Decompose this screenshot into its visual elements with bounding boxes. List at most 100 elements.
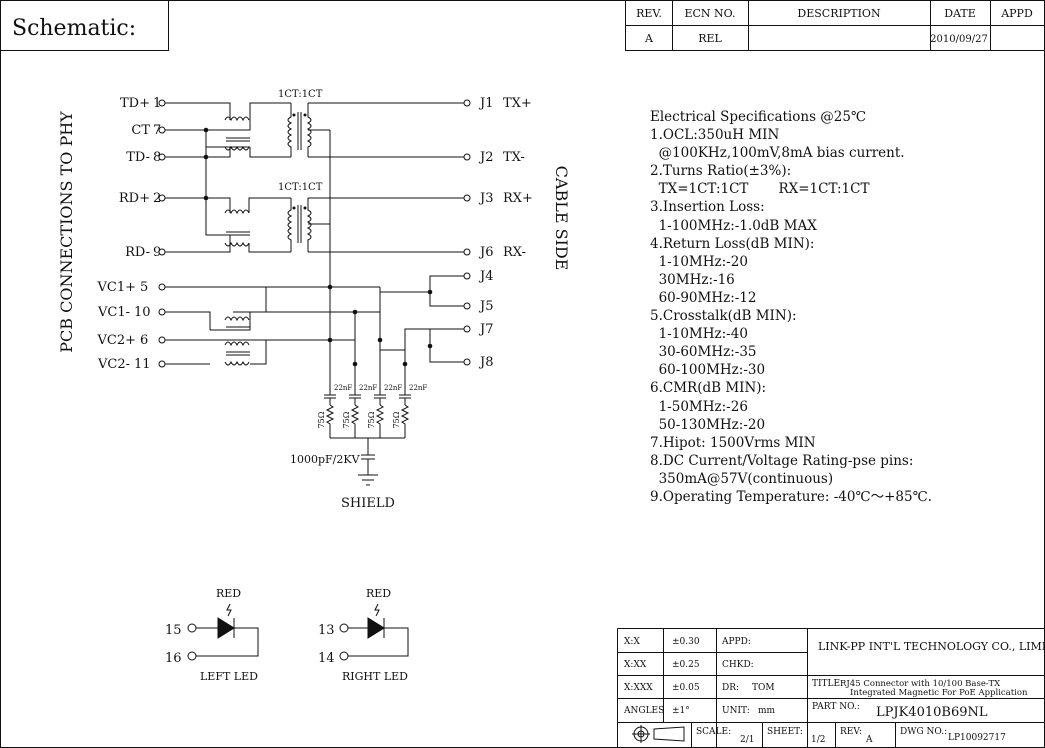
- termination-buses: [329, 130, 406, 395]
- tol-2-key: X:XX: [624, 660, 647, 670]
- hv-capacitor-label: 1000pF/2KV: [290, 453, 361, 466]
- spec-line: @100KHz,100mV,8mA bias current.: [650, 145, 905, 162]
- pin-j2-label: TX-: [503, 150, 525, 165]
- date-value: 2010/09/27: [930, 34, 988, 45]
- tol-1-val: ±0.30: [672, 637, 700, 647]
- pin-vc1-plus-label: VC1+: [97, 280, 137, 295]
- pin-vc2-plus-label: VC2+: [97, 333, 137, 348]
- left-led-label: LEFT LED: [200, 670, 258, 683]
- spec-line: 1-10MHz:-20: [650, 253, 748, 270]
- spec-line: 2.Turns Ratio(±3%):: [650, 163, 792, 180]
- appd-header: APPD: [1000, 7, 1033, 20]
- pin-vc2-minus-label: VC2-: [97, 357, 130, 372]
- pin-vc1-minus-num: 10: [134, 305, 151, 320]
- pin-j4-num: J4: [478, 269, 493, 284]
- rx-junctions: [203, 195, 307, 210]
- pin-j8-num: J8: [478, 355, 493, 370]
- spec-line: 1.OCL:350uH MIN: [650, 127, 780, 144]
- vc-wiring: [165, 275, 464, 366]
- rev-value: A: [644, 32, 654, 45]
- revision-table: REV. ECN NO. DESCRIPTION DATE APPD A REL…: [625, 0, 1045, 51]
- right-terminals: [463, 99, 471, 366]
- pin-ct-label: CT: [131, 123, 150, 138]
- right-led: RED 13 14 RIGHT LED: [318, 587, 409, 683]
- scale-label: SCALE:: [696, 727, 731, 737]
- pin-j7-num: J7: [478, 322, 493, 337]
- company-name: LINK-PP INT'L TECHNOLOGY CO., LIMITED: [818, 640, 1045, 653]
- shield-label: SHIELD: [341, 496, 395, 511]
- ecn-value: REL: [698, 32, 722, 45]
- right-led-color: RED: [366, 587, 391, 600]
- spec-line: 30-60MHz:-35: [650, 344, 757, 361]
- spec-line: 60-100MHz:-30: [650, 362, 766, 379]
- unit-label: UNIT:: [722, 706, 750, 716]
- spec-line: 4.Return Loss(dB MIN):: [650, 235, 815, 252]
- pin-vc2-minus-num: 11: [134, 357, 151, 372]
- res-2-label: 75Ω: [342, 411, 351, 428]
- left-led: RED 15 16 LEFT LED: [165, 587, 259, 683]
- cap-4-label: 22nF: [409, 384, 427, 392]
- tx-ratio-label: 1CT:1CT: [278, 89, 323, 100]
- pin-rd-plus-num: 2: [153, 191, 161, 206]
- pin-j3-label: RX+: [503, 191, 533, 206]
- res-3-label: 75Ω: [367, 411, 376, 428]
- rev-label: REV:: [840, 727, 862, 737]
- pin-td-minus-num: 8: [153, 150, 161, 165]
- pin-rd-minus-num: 9: [153, 245, 161, 260]
- unit-value: mm: [758, 706, 776, 716]
- rev-header: REV.: [636, 7, 662, 20]
- spec-line: 1-50MHz:-26: [650, 398, 748, 415]
- title-block: [617, 628, 1045, 748]
- dr-value: TOM: [752, 683, 775, 693]
- spec-line: 30MHz:-16: [650, 271, 735, 288]
- pin-rd-plus-label: RD+: [119, 191, 150, 206]
- pin-vc2-plus-num: 6: [140, 333, 148, 348]
- dwg-label: DWG NO.:: [900, 727, 947, 737]
- termination-resistors: [325, 404, 410, 455]
- dwg-number: LP10092717: [948, 733, 1006, 743]
- left-led-color: RED: [216, 587, 241, 600]
- pin-td-plus-label: TD+: [120, 96, 150, 111]
- pin-j2-num: J2: [478, 150, 493, 165]
- appd-label: APPD:: [721, 637, 751, 647]
- pin-td-minus-label: TD-: [126, 150, 150, 165]
- date-header: DATE: [944, 7, 976, 20]
- pin-rd-minus-label: RD-: [125, 245, 150, 260]
- left-terminals: [158, 99, 166, 368]
- spec-line: 5.Crosstalk(dB MIN):: [650, 308, 797, 325]
- pin-j5-num: J5: [478, 299, 493, 314]
- title-block-text: X:X ±0.30 X:XX ±0.25 X:XXX ±0.05 ANGLES …: [623, 637, 1045, 745]
- right-led-label: RIGHT LED: [342, 670, 408, 683]
- spec-line: 3.Insertion Loss:: [650, 199, 765, 216]
- pin-vc1-minus-label: VC1-: [97, 305, 130, 320]
- title-label: TITLE:: [812, 679, 843, 689]
- title-line-2: Integrated Magnetic For PoE Application: [850, 688, 1028, 698]
- tol-3-key: X:XXX: [624, 683, 653, 693]
- spec-line: 6.CMR(dB MIN):: [650, 380, 767, 397]
- description-header: DESCRIPTION: [797, 7, 881, 20]
- spec-line: TX=1CT:1CT RX=1CT:1CT: [650, 181, 870, 198]
- left-led-pin-a: 15: [165, 623, 182, 638]
- hv-capacitor-ground: [358, 454, 378, 486]
- cap-1-label: 22nF: [334, 384, 352, 392]
- tol-3-val: ±0.05: [672, 683, 700, 693]
- cap-3-label: 22nF: [384, 384, 402, 392]
- res-4-label: 75Ω: [392, 411, 401, 428]
- tol-1-key: X:X: [624, 637, 640, 647]
- pin-ct-num: 7: [153, 123, 161, 138]
- pin-j1-label: TX+: [503, 96, 532, 111]
- pin-j3-num: J3: [478, 191, 493, 206]
- spec-line: 1-100MHz:-1.0dB MAX: [650, 217, 817, 234]
- pin-j6-label: RX-: [503, 245, 526, 260]
- rev-block-value: A: [865, 735, 873, 745]
- pin-vc1-plus-num: 5: [140, 280, 148, 295]
- tol-4-key: ANGLES: [623, 706, 664, 716]
- dr-label: DR:: [722, 683, 739, 693]
- rx-wiring: [165, 197, 464, 253]
- cable-side-label: CABLE SIDE: [552, 166, 571, 271]
- spec-line: 350mA@57V(continuous): [650, 470, 834, 487]
- sheet-value: 1/2: [811, 735, 825, 745]
- spec-line: 8.DC Current/Voltage Rating-pse pins:: [650, 452, 914, 469]
- scale-value: 2/1: [740, 735, 754, 745]
